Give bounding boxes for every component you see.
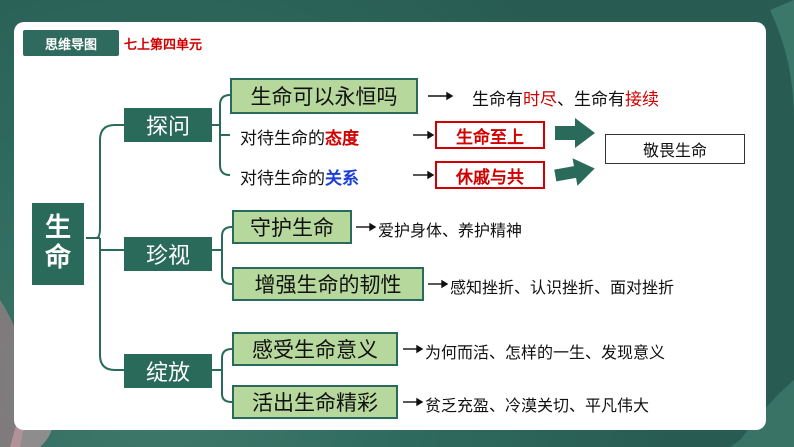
resilience-detail: 感知挫折、认识挫折、面对挫折 [450,278,675,297]
live-brilliantly-detail: 贫乏充盈、冷漠关切、平凡伟大 [425,396,650,415]
category-bloom: 绽放 [124,354,212,388]
explore-answer: 生命有时尽、生命有接续 [472,90,659,110]
guard-life-detail: 爱护身体、养护精神 [378,221,523,240]
header-tag: 思维导图 [23,30,119,56]
root-node: 生 命 [32,203,84,285]
relation-line: 对待生命的关系 [240,169,359,189]
unit-subtitle: 七上第四单元 [124,38,203,53]
node-eternal-question: 生命可以永恒吗 [230,78,418,114]
node-guard-life: 守护生命 [232,210,352,244]
meaning-detail: 为何而活、怎样的一生、发现意义 [425,343,666,362]
attitude-line: 对待生命的态度 [240,129,359,149]
node-resilience: 增强生命的韧性 [232,267,424,301]
root-char-2: 命 [44,243,71,273]
category-explore: 探问 [124,108,212,142]
category-cherish: 珍视 [124,237,212,271]
root-char-1: 生 [44,213,71,244]
node-live-brilliantly: 活出生命精彩 [232,385,398,419]
share-joy-box: 休戚与共 [435,161,545,189]
life-supreme-box: 生命至上 [435,121,545,149]
revere-life-box: 敬畏生命 [605,134,745,164]
node-meaning: 感受生命意义 [232,332,398,366]
